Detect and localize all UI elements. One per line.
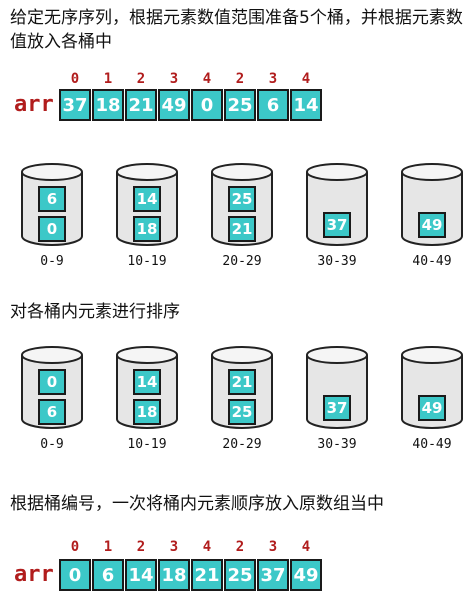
unsorted-bucket-0-item-1: 0 [38,216,66,242]
output-cell-2: 14 [125,559,157,591]
input-index-7: 4 [301,71,311,87]
output-index-7: 4 [301,539,311,555]
input-cell-1: 18 [92,89,124,121]
output-cell-1: 6 [92,559,124,591]
output-index-5: 2 [235,539,245,555]
input-cell-7: 14 [290,89,322,121]
sorted-bucket-0-item-0: 0 [38,369,66,395]
output-cell-7: 49 [290,559,322,591]
unsorted-bucket-4-item-0: 49 [418,212,446,238]
unsorted-bucket-1-item-1: 18 [133,216,161,242]
bucket-cylinder-icon [306,163,368,246]
sorted-bucket-label-0: 0-9 [40,437,64,452]
bucket-cylinder-icon [401,346,463,429]
input-index-4: 4 [202,71,212,87]
input-cell-2: 21 [125,89,157,121]
input-cell-5: 25 [224,89,256,121]
output-index-3: 3 [169,539,179,555]
input-cell-6: 6 [257,89,289,121]
unsorted-bucket-label-4: 40-49 [412,254,452,269]
step2-caption: 对各桶内元素进行排序 [10,302,180,322]
input-index-2: 2 [136,71,146,87]
input-index-5: 2 [235,71,245,87]
output-index-row: 0 1 2 3 4 2 3 4 [59,538,323,556]
step1-caption: 给定无序序列，根据元素数值范围准备5个桶，并根据元素数值放入各桶中 [10,8,463,52]
output-cell-4: 21 [191,559,223,591]
output-index-2: 2 [136,539,146,555]
sorted-bucket-1-item-1: 18 [133,399,161,425]
unsorted-bucket-label-2: 20-29 [222,254,262,269]
sorted-bucket-2-item-0: 21 [228,369,256,395]
sorted-bucket-label-1: 10-19 [127,437,167,452]
sorted-bucket-4-item-0: 49 [418,395,446,421]
sorted-bucket-1-item-0: 14 [133,369,161,395]
unsorted-bucket-2-item-0: 25 [228,186,256,212]
sorted-bucket-2-item-1: 25 [228,399,256,425]
input-index-row: 0 1 2 3 4 2 3 4 [59,70,323,88]
output-cell-0: 0 [59,559,91,591]
input-array-label: arr [14,92,54,117]
input-cell-3: 49 [158,89,190,121]
unsorted-bucket-label-1: 10-19 [127,254,167,269]
input-index-6: 3 [268,71,278,87]
output-index-1: 1 [103,539,113,555]
bucket-cylinder-icon [306,346,368,429]
output-array-label: arr [14,562,54,587]
sorted-bucket-label-2: 20-29 [222,437,262,452]
unsorted-bucket-2-item-1: 21 [228,216,256,242]
unsorted-bucket-0-item-0: 6 [38,186,66,212]
output-cell-6: 37 [257,559,289,591]
input-index-3: 3 [169,71,179,87]
sorted-bucket-3-item-0: 37 [323,395,351,421]
sorted-bucket-0-item-1: 6 [38,399,66,425]
sorted-bucket-label-3: 30-39 [317,437,357,452]
unsorted-bucket-1-item-0: 14 [133,186,161,212]
output-index-4: 4 [202,539,212,555]
step3-caption: 根据桶编号，一次将桶内元素顺序放入原数组当中 [10,494,384,514]
unsorted-bucket-3-item-0: 37 [323,212,351,238]
output-index-6: 3 [268,539,278,555]
bucket-cylinder-icon [401,163,463,246]
unsorted-bucket-label-0: 0-9 [40,254,64,269]
output-cell-5: 25 [224,559,256,591]
output-cell-3: 18 [158,559,190,591]
input-index-1: 1 [103,71,113,87]
input-index-0: 0 [70,71,80,87]
output-index-0: 0 [70,539,80,555]
input-cell-0: 37 [59,89,91,121]
input-cell-4: 0 [191,89,223,121]
sorted-bucket-label-4: 40-49 [412,437,452,452]
unsorted-bucket-label-3: 30-39 [317,254,357,269]
